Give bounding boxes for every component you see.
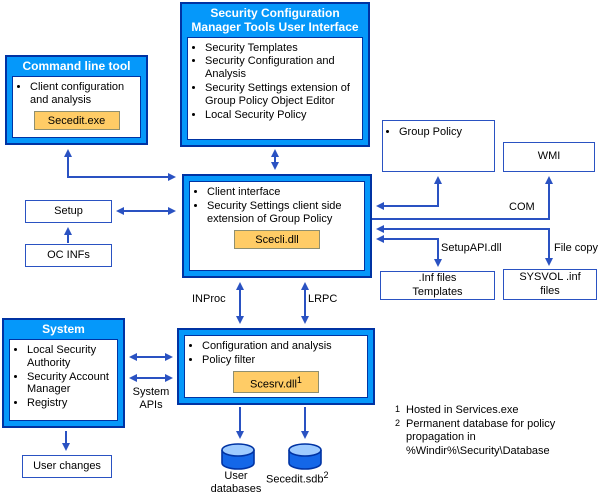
footnote-1-number: 1	[395, 404, 401, 414]
system-body: Local Security Authority Security Accoun…	[9, 338, 118, 421]
scm-ui-title: Security Configuration Manager Tools Use…	[191, 6, 359, 34]
secedit-sdb-label: Secedit.sdb2	[266, 470, 329, 486]
arrow-client-inf-setupapi	[376, 235, 442, 267]
system-box: System Local Security Authority Security…	[2, 318, 125, 428]
bullet-item: Policy filter	[202, 354, 366, 367]
inf-templates-line: Templates	[412, 285, 463, 298]
inf-files-line: .Inf files	[418, 272, 457, 285]
bullet-item: Security Account Manager	[27, 371, 116, 397]
wmi-box: WMI	[503, 142, 595, 172]
bullet-item: Group Policy	[399, 126, 462, 139]
user-databases-line1: User	[224, 470, 248, 482]
setupapi-dll-label: SetupAPI.dll	[441, 242, 502, 254]
bullet-item: Security Templates	[205, 42, 361, 55]
secedit-sdb-text: Secedit.sdb	[266, 473, 324, 486]
sysvol-files-line: files	[540, 284, 560, 297]
command-line-tool-box: Command line tool Client configuration a…	[5, 55, 148, 145]
user-databases-line2: databases	[210, 482, 262, 493]
scesrv-footnote-ref: 1	[296, 374, 302, 385]
footnote-2-number: 2	[395, 418, 401, 429]
arrow-cmdtool-client	[64, 149, 176, 181]
scm-ui-box: Security Configuration Manager Tools Use…	[180, 2, 370, 147]
oc-infs-box: OC INFs	[25, 244, 112, 267]
client-interface-body: Client interface Security Settings clien…	[189, 181, 365, 271]
sysvol-line: SYSVOL .inf	[519, 271, 581, 284]
bullet-item: Configuration and analysis	[202, 340, 366, 353]
secedit-exe-module: Secedit.exe	[33, 110, 120, 130]
file-copy-label: File copy	[554, 242, 599, 254]
user-databases-label: User databases	[196, 470, 276, 493]
arrow-client-wmi-com	[372, 176, 553, 220]
scesrv-dll-label: Scesrv.dll	[250, 378, 297, 391]
arrow-client-sysvol-filecopy	[376, 225, 553, 266]
bullet-item: Security Settings extension of Group Pol…	[205, 82, 361, 108]
setup-box: Setup	[25, 200, 112, 223]
bullet-item: Client configuration and analysis	[30, 81, 139, 107]
client-interface-box: Client interface Security Settings clien…	[182, 174, 372, 278]
user-databases-icon	[221, 443, 255, 470]
group-policy-box: Group Policy	[382, 120, 495, 172]
secedit-footnote-ref: 2	[323, 470, 329, 480]
secedit-sdb-icon	[288, 443, 322, 470]
footnote-2: 2 Permanent database for policy propagati…	[394, 418, 604, 458]
footnote-1-text: Hosted in Services.exe	[406, 404, 519, 416]
system-apis-line2: APIs	[139, 398, 163, 411]
command-line-tool-title: Command line tool	[22, 59, 131, 73]
bullet-item: Security Configuration and Analysis	[205, 55, 361, 81]
arrow-client-grouppolicy	[376, 176, 442, 210]
scesrv-dll-module: Scesrv.dll1	[233, 370, 319, 394]
bullet-item: Local Security Authority	[27, 344, 116, 370]
command-line-tool-body: Client configuration and analysis Secedi…	[12, 75, 141, 138]
scecli-dll-module: Scecli.dll	[234, 229, 320, 249]
com-label: COM	[509, 201, 535, 213]
system-apis-label: System APIs	[126, 386, 176, 411]
footnotes: 1 Hosted in Services.exe 2 Permanent datab…	[394, 404, 604, 459]
lrpc-label: LRPC	[308, 293, 338, 305]
config-analysis-box: Configuration and analysis Policy filter…	[177, 328, 375, 405]
bullet-item: Registry	[27, 397, 116, 410]
bullet-item: Client interface	[207, 186, 363, 199]
footnote-1: 1 Hosted in Services.exe	[394, 404, 604, 417]
scm-ui-body: Security Templates Security Configuratio…	[187, 36, 363, 140]
inproc-label: INProc	[192, 293, 226, 305]
bullet-item: Security Settings client side extension …	[207, 200, 363, 226]
system-apis-line1: System	[132, 386, 170, 398]
bullet-item: Local Security Policy	[205, 109, 361, 122]
user-changes-box: User changes	[22, 455, 112, 478]
system-title: System	[42, 322, 85, 336]
config-analysis-body: Configuration and analysis Policy filter…	[184, 335, 368, 398]
footnote-2-text: Permanent database for policy propagatio…	[406, 418, 556, 457]
